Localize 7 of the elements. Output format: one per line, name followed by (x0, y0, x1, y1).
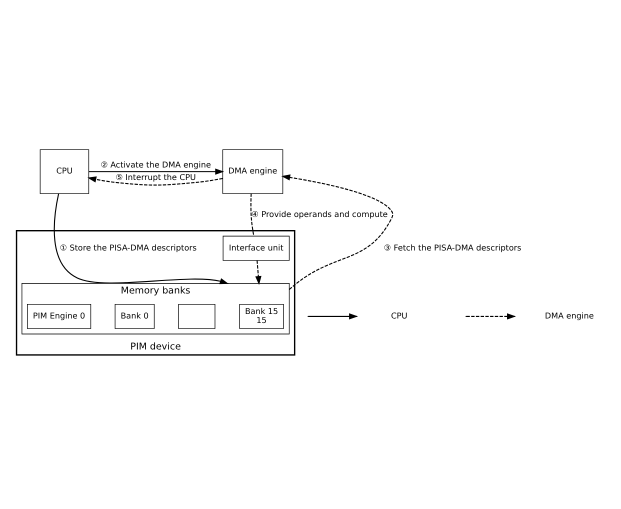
legend-label: CPU (391, 310, 408, 320)
edge-label: ③ Fetch the PISA-DMA descriptors (384, 242, 522, 252)
edge-label: ④ Provide operands and compute (251, 208, 388, 218)
edge-label: ② Activate the DMA engine (100, 158, 211, 169)
edge-label: ① Store the PISA-DMA descriptors (60, 242, 197, 252)
edge-label: ⑤ Interrupt the CPU (116, 172, 196, 182)
legend-label: DMA engine (544, 310, 594, 320)
